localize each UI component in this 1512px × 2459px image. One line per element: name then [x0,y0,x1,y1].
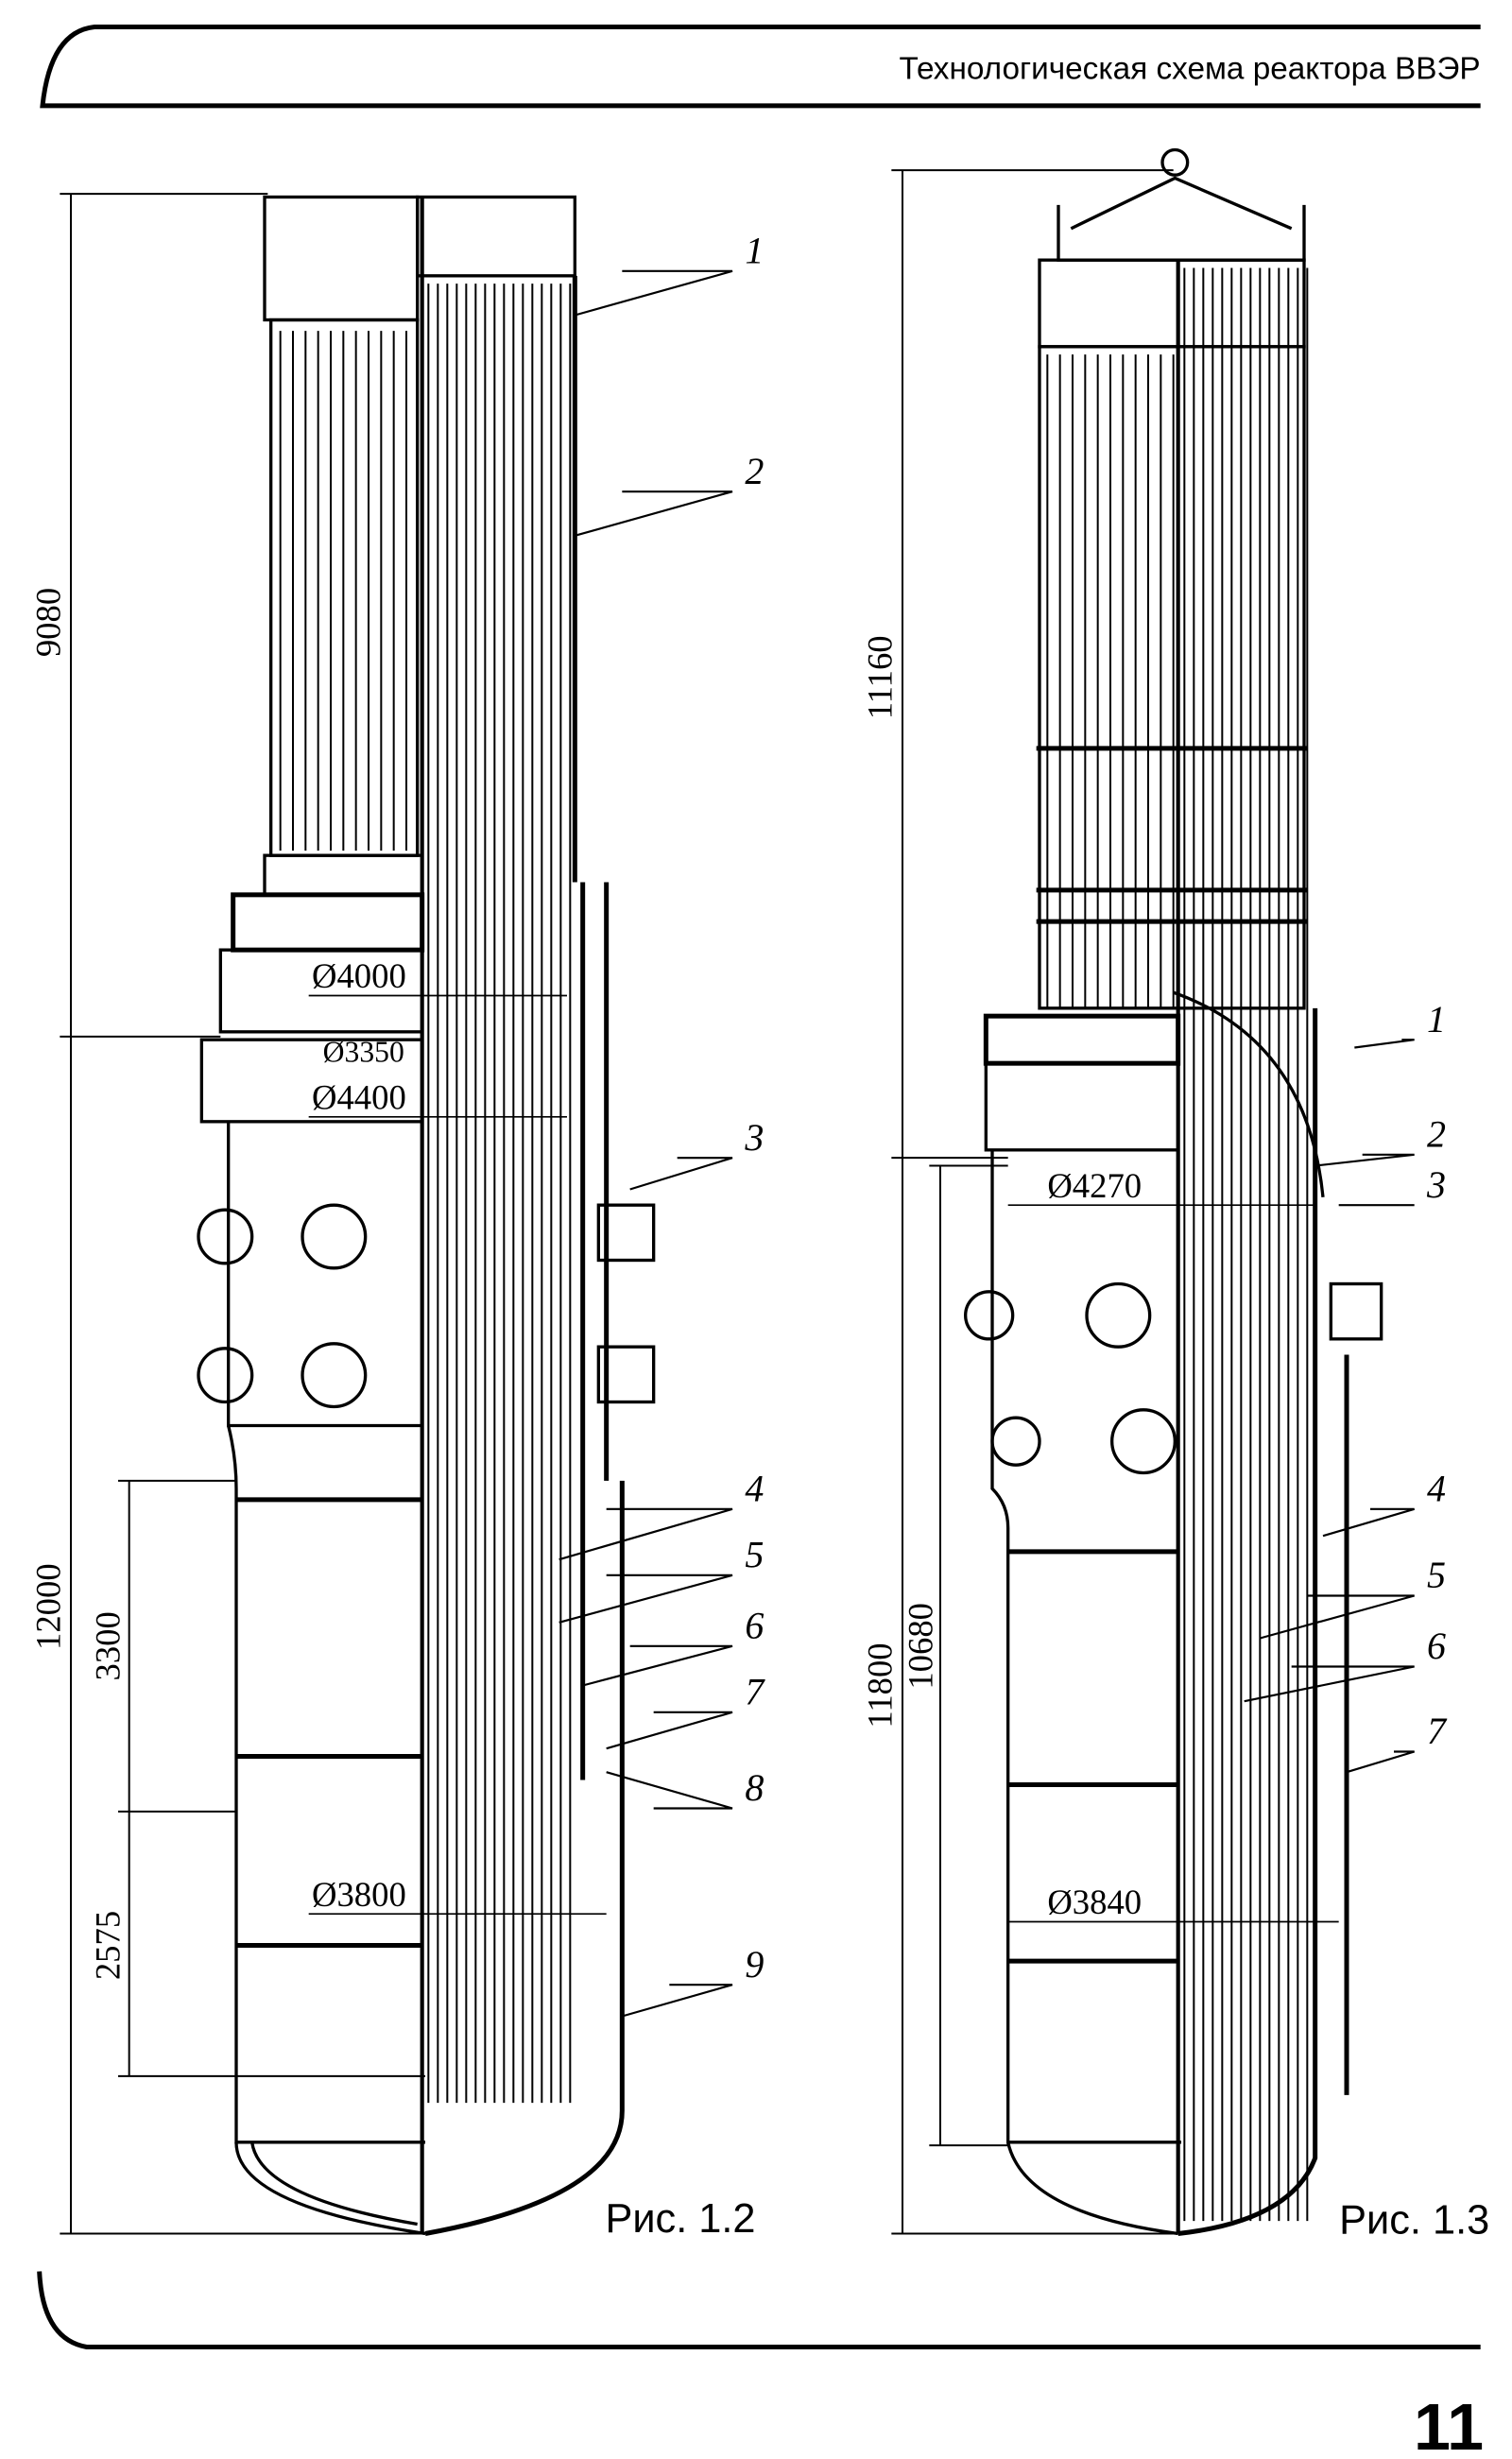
diameter-4270: Ø4270 [1047,1166,1142,1205]
callout-leader [606,1771,733,1810]
figure-1-2: 9080 12000 3300 2575 Ø4000 Ø3350 Ø4400 Ø… [28,193,765,2242]
page-header-title: Технологическая схема реактора ВВЭР [899,51,1480,86]
nozzle-icon [964,1281,1177,1475]
callout-number: 2 [1427,1113,1446,1156]
dim-2575: 2575 [89,1911,128,1980]
header-frame: Технологическая схема реактора ВВЭР [40,25,1481,109]
callouts-right: 1 2 3 4 5 6 7 [1244,998,1448,1774]
callout-leader [558,1507,733,1561]
callout-leader [1314,1153,1415,1167]
callouts-left: 1 2 3 4 5 6 7 8 9 [558,229,765,2018]
callout-number: 5 [1427,1554,1446,1596]
callout-leader [1244,1665,1415,1703]
callout-leader [606,1711,733,1750]
callout-number: 3 [1426,1163,1446,1206]
diameter-4400: Ø4400 [312,1077,406,1116]
callout-leader [1354,1039,1415,1049]
diameter-3800: Ø3800 [312,1875,406,1914]
diameter-4000: Ø4000 [312,956,406,995]
callout-leader [622,1984,733,2018]
lifting-eye-icon [1160,147,1190,177]
callout-leader [1322,1507,1415,1538]
footer-frame: 11 [37,2271,1484,2459]
figure-caption-1-2: Рис. 1.2 [605,2196,755,2242]
diameter-3350: Ø3350 [323,1035,404,1068]
callout-number: 1 [1427,998,1446,1040]
dim-11800: 11800 [860,1642,899,1728]
callout-number: 1 [745,229,764,271]
diameter-3840: Ø3840 [1047,1883,1142,1921]
callout-leader [1260,1594,1415,1640]
dim-11160: 11160 [860,635,899,719]
callout-number: 7 [1427,1710,1448,1752]
page-number: 11 [1414,2390,1484,2459]
dim-9080: 9080 [28,588,67,657]
callout-number: 6 [1427,1625,1446,1667]
callout-number: 9 [745,1943,764,1986]
diameter-leaders [1007,1204,1339,1923]
callout-leader [575,490,733,537]
reactor-vver-1200-drawing [964,147,1383,2236]
callout-leader [629,1157,733,1191]
figure-caption-1-3: Рис. 1.3 [1339,2198,1489,2244]
callout-leader [1346,1750,1415,1774]
callout-leader [558,1573,733,1624]
callout-number: 4 [1427,1468,1446,1510]
callout-leader [582,1644,733,1687]
figure-1-3: 11160 11800 10680 Ø4270 Ø3840 1 2 3 4 5 6 7 Ри… [860,147,1489,2244]
diameter-leaders [308,994,607,1916]
callout-number: 5 [745,1534,764,1576]
callout-number: 2 [745,450,764,492]
dim-12000: 12000 [28,1563,67,1650]
callout-number: 6 [745,1605,764,1647]
nozzle-icon [197,1203,368,1409]
dimension-lines [891,169,1174,2235]
callout-leader [575,269,733,317]
reactor-vver-1000-drawing [197,195,656,2236]
dimension-lines [60,193,425,2235]
dim-3300: 3300 [89,1611,128,1680]
callout-number: 4 [745,1468,764,1510]
callout-number: 8 [745,1766,764,1809]
callout-number: 3 [744,1116,764,1159]
callout-number: 7 [745,1671,765,1713]
dim-10680: 10680 [902,1603,940,1690]
